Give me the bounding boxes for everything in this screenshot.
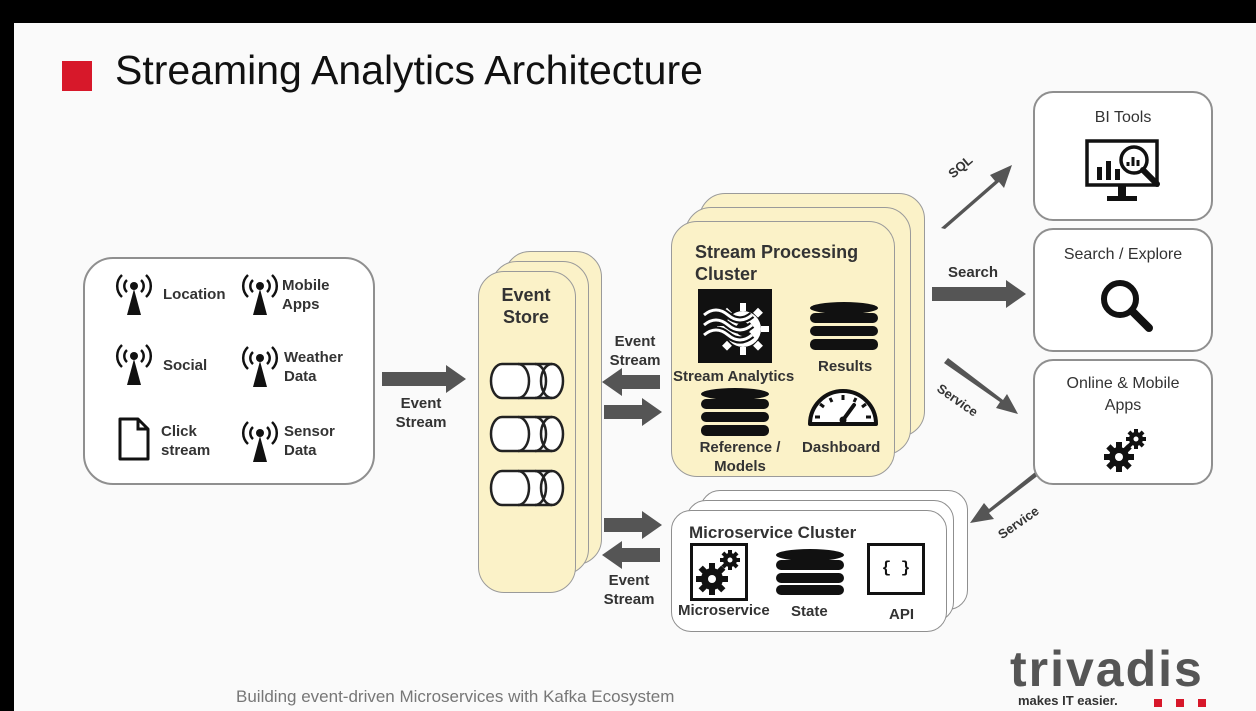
footer-text: Building event-driven Microservices with… [236, 687, 675, 706]
title-bullet [62, 61, 92, 91]
search-magnifier-icon [1101, 280, 1153, 332]
partition-icon-1 [489, 362, 565, 400]
search-explore-title: Search / Explore [1063, 246, 1183, 263]
stream-analytics-label: Stream Analytics [673, 368, 795, 385]
antenna-icon-social [115, 344, 153, 385]
source-click-stream-label: Click stream [161, 423, 211, 459]
source-sensor-data-label: Sensor Data [284, 423, 335, 459]
arrow-sources-to-store [382, 365, 466, 393]
arrow-store-to-micro [604, 511, 662, 539]
api-icon: { } [867, 543, 925, 595]
online-mobile-box: Online & Mobile Apps [1033, 359, 1213, 485]
source-weather-data-label: Weather Data [284, 349, 343, 385]
source-mobile-apps-label: Mobile Apps [282, 277, 330, 313]
dashboard-label: Dashboard [802, 439, 881, 456]
logo-dots-icon [1154, 699, 1206, 707]
bi-tools-title: BI Tools [1094, 109, 1152, 126]
arrow-micro-to-store [602, 541, 660, 569]
api-brace-glyph: { } [881, 559, 911, 577]
arrow-service-up [970, 465, 1044, 523]
event-stream-top-label: Event Stream [609, 333, 661, 369]
event-store-title: Event Store [501, 285, 551, 327]
source-location-label: Location [163, 286, 226, 303]
arrow-store-to-stream-top [604, 398, 662, 426]
partition-icon-2 [489, 415, 565, 453]
results-database-icon [810, 302, 878, 350]
source-social-label: Social [163, 357, 208, 374]
arrow-stream-to-store-top [602, 368, 660, 396]
api-label: API [889, 606, 915, 623]
trivadis-logo: trivadis [1010, 641, 1204, 697]
bi-monitor-magnifier-icon [1085, 139, 1160, 201]
micro-cluster-title: Microservice Cluster [689, 523, 857, 542]
page-title: Streaming Analytics Architecture [115, 47, 703, 93]
search-explore-box: Search / Explore [1033, 228, 1213, 352]
antenna-icon-sensor [241, 421, 279, 462]
arrow-sql [941, 165, 1012, 229]
online-mobile-title: Online & Mobile Apps [1066, 375, 1180, 414]
reference-models-database-icon [701, 388, 769, 436]
reference-models-label: Reference / Models [699, 439, 781, 475]
antenna-icon-location [115, 274, 153, 315]
trivadis-tagline: makes IT easier. [1018, 693, 1118, 708]
document-icon-click-stream [118, 417, 150, 461]
dashboard-gauge-icon [808, 389, 878, 426]
apps-gears-icon [1104, 429, 1146, 472]
search-label: Search [948, 264, 999, 281]
state-label: State [791, 603, 828, 620]
event-stream-in-label: Event Stream [395, 395, 447, 431]
slide: Streaming Analytics Architecture Locatio… [14, 23, 1256, 711]
microservice-gears-icon [690, 543, 748, 601]
arrow-search [932, 280, 1026, 308]
microservice-label: Microservice [678, 602, 770, 619]
stream-cluster-title: Stream Processing Cluster [695, 242, 859, 284]
event-stream-bottom-label: Event Stream [603, 572, 655, 608]
bi-tools-box: BI Tools [1033, 91, 1213, 221]
antenna-icon-weather [241, 346, 279, 387]
results-label: Results [818, 358, 873, 375]
arrow-service-down [944, 358, 1018, 414]
antenna-icon-mobile-apps [241, 274, 279, 315]
partition-icon-3 [489, 469, 565, 507]
state-database-icon [776, 549, 844, 595]
stream-analytics-icon [698, 289, 772, 363]
